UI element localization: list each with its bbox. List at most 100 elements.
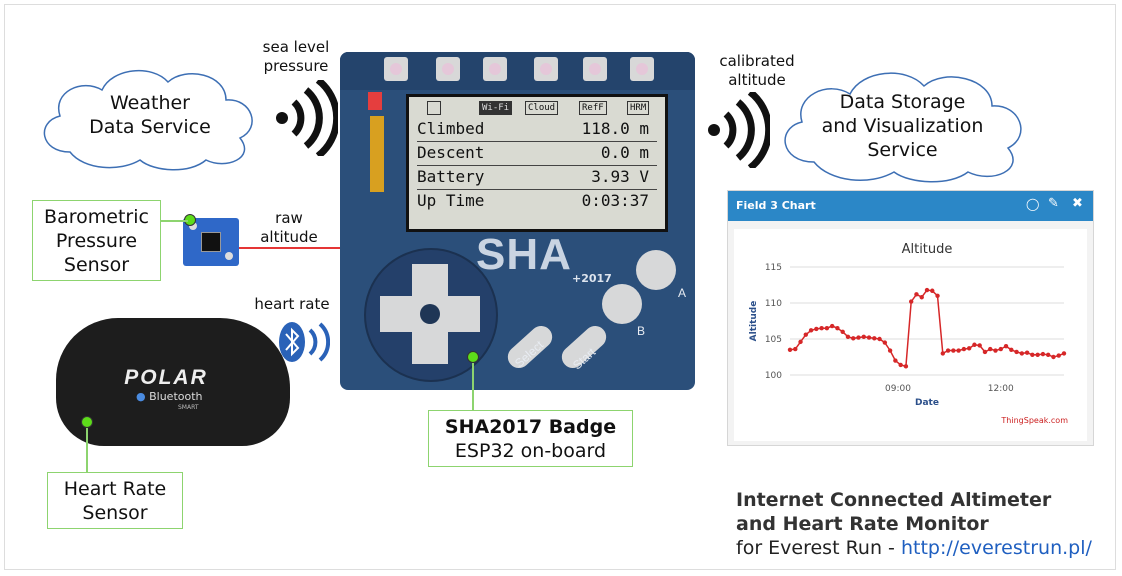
weather-cloud-shape xyxy=(43,69,253,171)
polar-brand: POLAR xyxy=(124,366,208,389)
data-point xyxy=(1030,352,1035,358)
data-point xyxy=(851,336,856,341)
data-point xyxy=(866,335,872,340)
wireless-icon-storage xyxy=(708,92,770,168)
data-point xyxy=(829,323,835,329)
data-point xyxy=(982,349,988,355)
data-point xyxy=(945,348,951,353)
data-point xyxy=(924,287,930,293)
data-point xyxy=(993,348,998,353)
data-point xyxy=(798,339,803,345)
data-point xyxy=(893,358,898,363)
led xyxy=(630,57,654,81)
heart-rate-leader xyxy=(86,428,88,472)
bluetooth-icon xyxy=(279,322,330,362)
data-point xyxy=(793,346,798,352)
edit-icon[interactable]: ✎ xyxy=(1048,196,1059,211)
button-a-label: A xyxy=(678,286,687,300)
polar-bluetooth: ● Bluetooth xyxy=(136,390,203,403)
data-point xyxy=(882,340,888,345)
status-wifi: Wi-Fi xyxy=(479,101,513,115)
sha-logo: SHA xyxy=(476,230,572,279)
battery-cable xyxy=(370,116,384,192)
button-a[interactable] xyxy=(636,250,676,290)
chart-panel-title: Field 3 Chart xyxy=(736,199,816,212)
mount-hole xyxy=(189,222,197,230)
polar-smart: SMART xyxy=(178,404,199,411)
data-point xyxy=(819,326,824,331)
diagram-frame xyxy=(4,4,1116,570)
data-point xyxy=(856,335,861,340)
data-point xyxy=(845,334,851,340)
data-point xyxy=(930,288,935,293)
data-point xyxy=(966,346,972,351)
data-point xyxy=(872,336,877,341)
year-label: +2017 xyxy=(572,272,612,285)
data-point xyxy=(1056,353,1061,358)
dpad-center xyxy=(420,304,440,324)
data-point xyxy=(914,292,919,297)
battery-connector xyxy=(368,92,382,110)
led xyxy=(384,57,408,81)
data-point xyxy=(977,343,982,348)
altitude-status-icon xyxy=(427,101,441,115)
footer-subtitle: for Everest Run - http://everestrun.pl/ xyxy=(736,537,1092,559)
y-tick-label: 115 xyxy=(765,263,782,273)
data-point xyxy=(908,299,914,304)
pressure-sensor-leader xyxy=(160,220,188,222)
button-b-label: B xyxy=(637,324,646,338)
heart-rate-sensor-marker xyxy=(81,416,93,428)
chart-panel-header: Field 3 Chart ◯ ✎ ✖ xyxy=(728,191,1093,221)
data-point xyxy=(814,326,819,332)
heart-rate-label: heart rate xyxy=(254,295,330,313)
data-point xyxy=(919,295,924,300)
data-point xyxy=(887,348,893,353)
data-point xyxy=(1019,351,1025,356)
led xyxy=(483,57,507,81)
button-b[interactable] xyxy=(602,284,642,324)
led xyxy=(583,57,607,81)
badge-marker xyxy=(467,351,479,363)
data-point xyxy=(903,364,909,369)
data-point xyxy=(1003,344,1009,349)
data-point xyxy=(1014,349,1019,355)
data-point xyxy=(1009,347,1014,352)
everestrun-link[interactable]: http://everestrun.pl/ xyxy=(900,537,1092,559)
footer-title-line1: Internet Connected Altimeter xyxy=(736,489,1052,511)
status-cloud: Cloud xyxy=(525,101,559,115)
data-point xyxy=(988,346,993,352)
comment-icon[interactable]: ◯ xyxy=(1026,197,1040,211)
sensor-chip xyxy=(201,232,221,252)
data-point xyxy=(940,351,946,356)
footer-title-block: Internet Connected Altimeter and Heart R… xyxy=(736,488,1116,560)
data-point xyxy=(824,326,830,331)
data-point xyxy=(951,348,956,353)
x-tick-label: 12:00 xyxy=(988,384,1014,394)
dpad[interactable] xyxy=(364,248,498,382)
led xyxy=(436,57,460,81)
data-point xyxy=(898,362,903,368)
close-icon[interactable]: ✖ xyxy=(1072,196,1083,211)
y-tick-label: 105 xyxy=(765,335,782,345)
status-reff: RefF xyxy=(579,101,607,115)
pressure-sensor-board xyxy=(183,218,239,266)
y-tick-label: 100 xyxy=(765,371,782,381)
raw-altitude-connector xyxy=(233,247,343,249)
data-point xyxy=(1051,354,1056,360)
mount-hole xyxy=(225,252,233,260)
data-point xyxy=(861,334,866,340)
data-point xyxy=(835,326,840,331)
data-point xyxy=(840,329,845,334)
data-point xyxy=(787,347,793,352)
data-point xyxy=(1061,351,1067,356)
